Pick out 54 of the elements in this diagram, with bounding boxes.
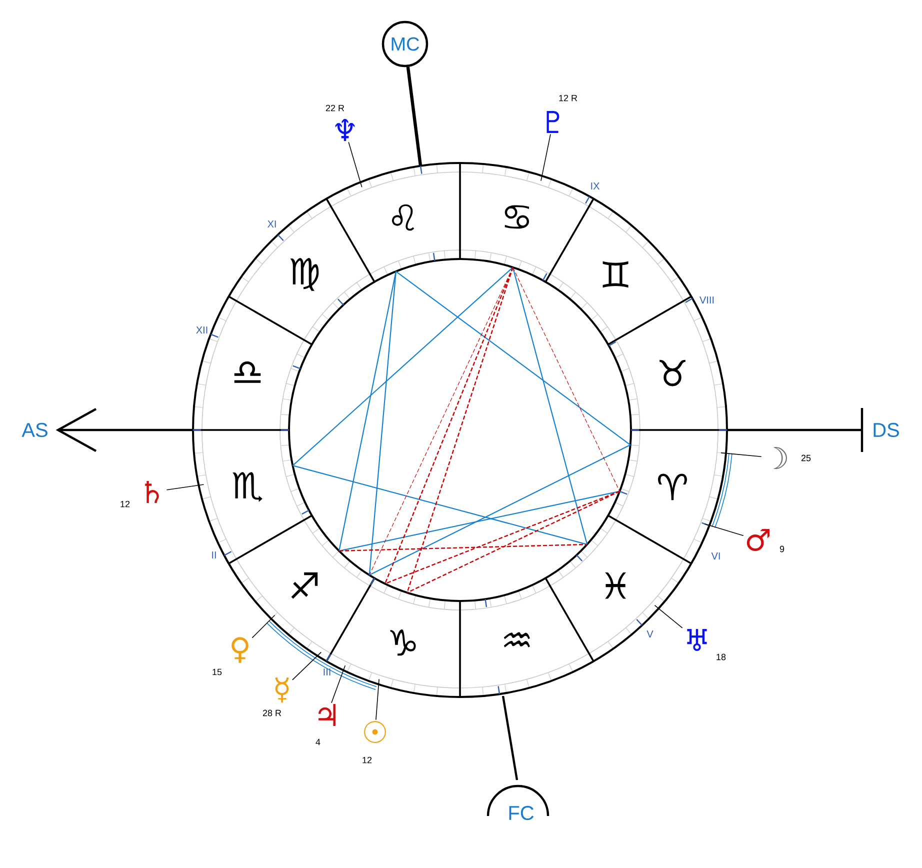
house-number: III [324, 668, 330, 676]
zodiac-sign: ♋ [504, 205, 530, 229]
degree-label: 12 [362, 756, 372, 764]
zodiac-sign: ♓ [605, 572, 626, 599]
house-number: VI [711, 552, 720, 560]
degree-label: 9 [780, 546, 784, 552]
degree-label: 25 [801, 454, 811, 462]
leader-line [720, 452, 762, 458]
degree-label: 28 R [262, 710, 282, 716]
zodiac-sign: ♑ [390, 629, 416, 656]
degree-label: 22 R [326, 104, 344, 112]
zodiac-sign: ♉ [660, 360, 686, 386]
degree-label: 12 R [559, 94, 578, 102]
house-number: V [646, 630, 654, 638]
planet-symbol: ☽ [773, 447, 787, 469]
leader-line [331, 665, 346, 704]
zodiac-sign: ♏ [232, 472, 262, 502]
degree-label: 12 [120, 500, 130, 508]
zodiac-sign: ♒ [504, 632, 530, 648]
leader-line [166, 484, 204, 490]
leader-line [252, 614, 276, 638]
zodiac-sign: ♍ [290, 258, 319, 291]
planet-symbol: ♄ [145, 481, 159, 503]
planet-symbol: ♅ [687, 629, 707, 651]
zodiac-sign: ♈ [658, 474, 687, 500]
zodiac-sign: ♊ [602, 261, 628, 288]
house-number: II [212, 552, 216, 558]
axis-line [406, 66, 422, 166]
house-number: IX [591, 182, 600, 190]
leader-line [704, 524, 744, 536]
degree-label: 18 [716, 654, 726, 660]
house-number: XI [268, 220, 276, 228]
house-number: XII [196, 326, 208, 334]
zodiac-sign: ♎ [234, 361, 261, 383]
leader-line [540, 134, 551, 182]
planet-symbol: ♀ [232, 637, 248, 663]
planet-symbol: ♃ [318, 704, 336, 726]
axis-label: FC [509, 806, 534, 820]
planet-symbol: ♂ [746, 528, 770, 552]
planet-symbol: ☿ [275, 678, 289, 702]
planet-symbol: ☉ [364, 721, 386, 743]
planet-symbol: ♇ [546, 111, 560, 133]
zodiac-sign: ♌ [392, 204, 414, 231]
axis-label: DS [874, 422, 899, 438]
leader-line [376, 678, 380, 720]
house-number: VIII [700, 296, 714, 304]
leader-line [348, 142, 362, 188]
leader-line [292, 652, 322, 680]
degree-label: 4 [316, 738, 320, 746]
leader-line [654, 604, 683, 628]
axis-label: AS [22, 422, 48, 438]
zodiac-sign: ♐ [291, 572, 318, 599]
degree-label: 15 [212, 668, 222, 676]
planet-symbol: ♆ [335, 119, 355, 141]
